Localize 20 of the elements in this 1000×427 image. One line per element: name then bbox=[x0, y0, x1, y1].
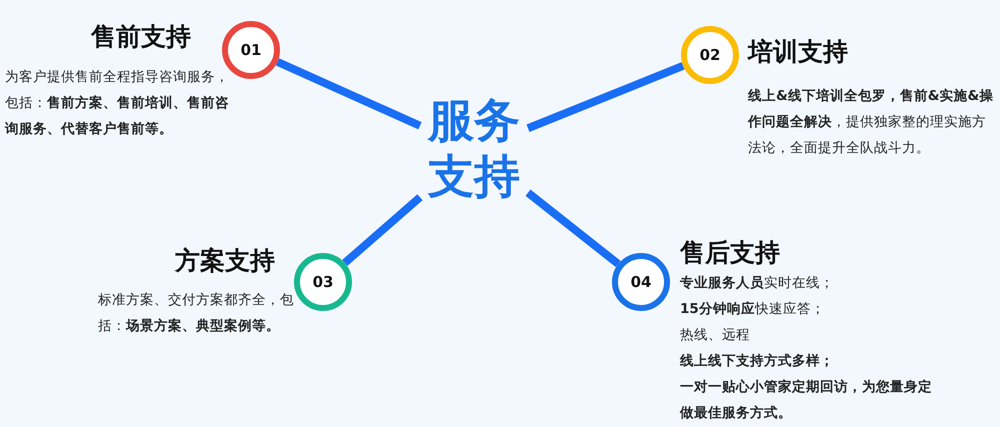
center-title: 服务支持 bbox=[420, 92, 528, 204]
description-text: 一对一贴心小管家定期回访，为您量身定做最佳服务方式。 bbox=[680, 378, 933, 423]
description-text: 15分钟响应快速应答； bbox=[680, 300, 826, 319]
number-circle: 03 bbox=[294, 253, 352, 311]
section-heading: 培训支持 bbox=[748, 36, 848, 68]
description-text: 热线、远程 bbox=[680, 326, 751, 345]
description-text: 专业服务人员实时在线； bbox=[680, 274, 835, 293]
number-circle: 04 bbox=[612, 253, 670, 311]
description-text: 线上线下支持方式多样； bbox=[680, 352, 835, 371]
connector-line bbox=[526, 62, 685, 132]
section-heading: 售前支持 bbox=[91, 21, 191, 53]
number-circle: 02 bbox=[681, 26, 739, 84]
section-heading: 售后支持 bbox=[680, 237, 780, 269]
description-text: 线上&线下培训全包罗，售前&实施&操作问题全解决，提供独家整的理实施方法论，全面提升全队战斗力。 bbox=[748, 87, 994, 158]
connector-line bbox=[276, 58, 422, 130]
description-text: 标准方案、交付方案都齐全，包括：场景方案、典型案例等。 bbox=[98, 291, 295, 336]
number-circle: 01 bbox=[222, 21, 280, 79]
connector-line bbox=[526, 190, 621, 268]
section-heading: 方案支持 bbox=[175, 245, 275, 277]
connector-line bbox=[342, 194, 423, 266]
